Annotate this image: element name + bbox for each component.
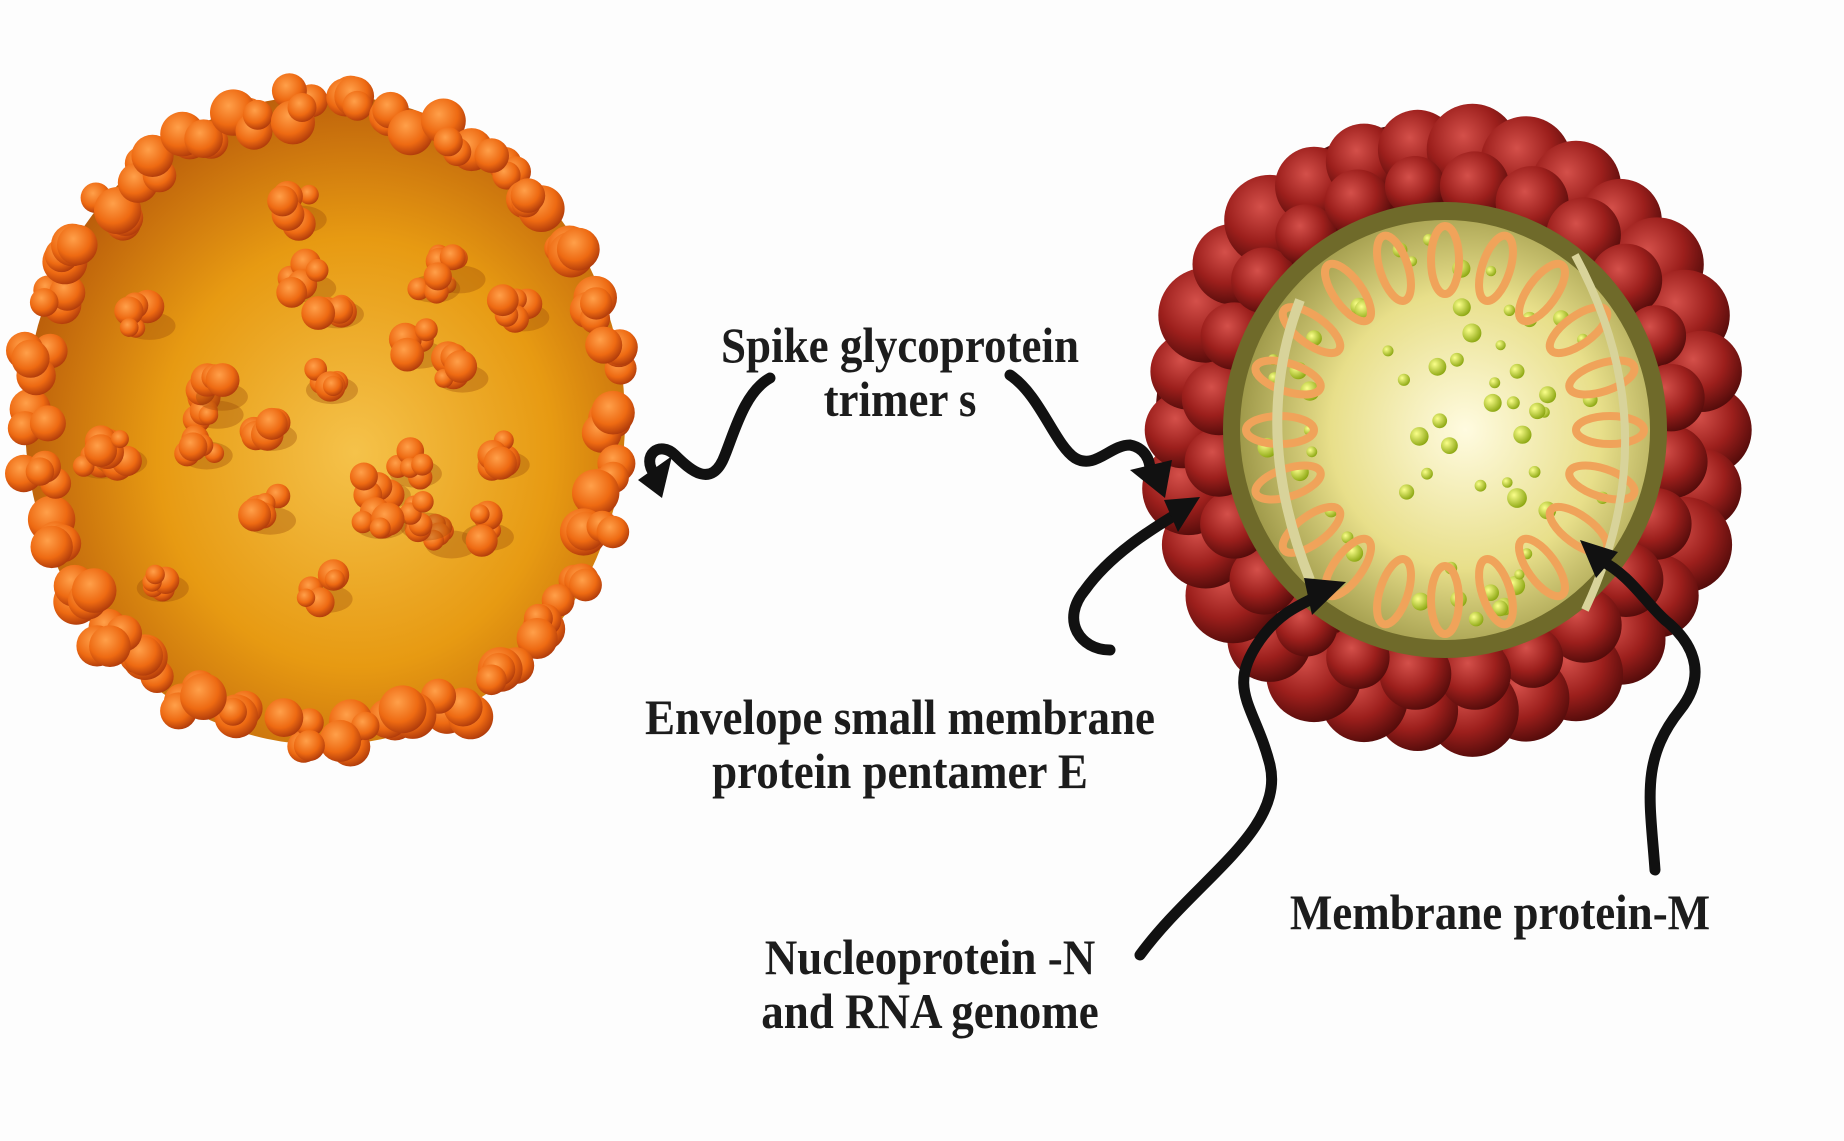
- spike-protein: [351, 497, 407, 540]
- spike-protein: [326, 75, 375, 121]
- spike-protein: [114, 289, 176, 340]
- outer-virus-particle: [5, 73, 638, 767]
- spike-protein: [476, 647, 535, 696]
- spike-protein: [585, 326, 638, 385]
- label-membrane-line1: Membrane protein-M: [1289, 884, 1711, 940]
- label-envelope-line1: Envelope small membrane: [645, 689, 1155, 745]
- arrow-spike-left: [644, 372, 776, 481]
- spike-protein: [301, 294, 364, 330]
- spike-protein: [407, 262, 461, 304]
- cut-edge-left: [1272, 298, 1315, 582]
- spike-protein: [239, 407, 297, 451]
- label-spike-line1: Spike glycoprotein: [721, 317, 1079, 373]
- spike-protein: [136, 564, 189, 603]
- spike-protein: [29, 274, 86, 325]
- spike-protein: [117, 134, 177, 203]
- spike-protein: [319, 699, 380, 767]
- rna-genome-coil: [1242, 222, 1648, 638]
- spike-protein: [5, 450, 72, 499]
- spike-protein: [160, 111, 229, 160]
- spike-protein: [559, 508, 630, 556]
- label-nucleo-line2: and RNA genome: [761, 983, 1099, 1039]
- spike-protein: [174, 425, 233, 470]
- spike-protein: [214, 690, 263, 739]
- spike-protein: [304, 357, 358, 405]
- arrowhead-spike-right: [1130, 460, 1172, 498]
- arrow-spike-right: [1004, 369, 1156, 476]
- spike-protein: [267, 181, 327, 241]
- cross-section-virus: [1142, 103, 1752, 757]
- spike-protein: [399, 491, 453, 543]
- spike-protein: [581, 390, 635, 453]
- spike-protein: [461, 500, 514, 557]
- spike-protein: [210, 89, 273, 150]
- label-spike-glycoprotein: Spike glycoprotein trimer s: [666, 318, 1134, 426]
- arrowhead-spike-left: [638, 456, 672, 498]
- label-spike-line2: trimer s: [823, 371, 977, 427]
- spike-protein: [80, 182, 144, 241]
- spike-protein: [42, 223, 98, 285]
- spike-protein: [84, 430, 148, 481]
- label-envelope-protein: Envelope small membrane protein pentamer…: [594, 690, 1206, 798]
- spike-protein: [190, 363, 248, 411]
- label-nucleoprotein: Nucleoprotein -N and RNA genome: [714, 930, 1146, 1038]
- spike-protein: [6, 331, 68, 396]
- spike-protein: [270, 73, 328, 145]
- pointer-arrows: [644, 369, 1701, 961]
- spike-protein: [53, 564, 117, 625]
- spike-protein: [7, 388, 66, 446]
- outer-virus-spikes: [5, 73, 638, 767]
- arrow-nucleo: [1134, 589, 1326, 961]
- spike-protein: [386, 437, 442, 490]
- spike-protein: [264, 698, 325, 763]
- spike-protein: [516, 603, 566, 659]
- spike-protein: [238, 483, 296, 535]
- spike-protein: [27, 495, 82, 569]
- spike-protein: [276, 248, 337, 308]
- arrow-membrane: [1594, 554, 1701, 876]
- label-envelope-line2: protein pentamer E: [712, 743, 1088, 799]
- arrowhead-nucleo: [1304, 578, 1346, 615]
- spike-protein: [296, 559, 353, 618]
- spike-protein: [76, 608, 142, 667]
- spike-protein: [506, 178, 565, 233]
- arrow-envelope: [1068, 506, 1186, 656]
- spike-protein: [431, 341, 489, 393]
- arrow-heads: [638, 456, 1618, 615]
- spike-protein: [368, 685, 437, 741]
- spike-protein: [569, 275, 617, 334]
- spike-protein: [544, 225, 600, 278]
- membrane-lobe: [1384, 156, 1446, 217]
- spike-protein: [477, 430, 530, 481]
- arrowhead-membrane: [1580, 540, 1618, 578]
- label-nucleo-line1: Nucleoprotein -N: [764, 929, 1096, 985]
- spike-protein: [160, 670, 227, 730]
- spike-protein: [572, 444, 636, 517]
- arrowhead-envelope: [1164, 497, 1200, 532]
- spike-protein: [420, 678, 494, 740]
- label-membrane-protein: Membrane protein-M: [1248, 885, 1752, 939]
- spike-protein: [486, 284, 550, 333]
